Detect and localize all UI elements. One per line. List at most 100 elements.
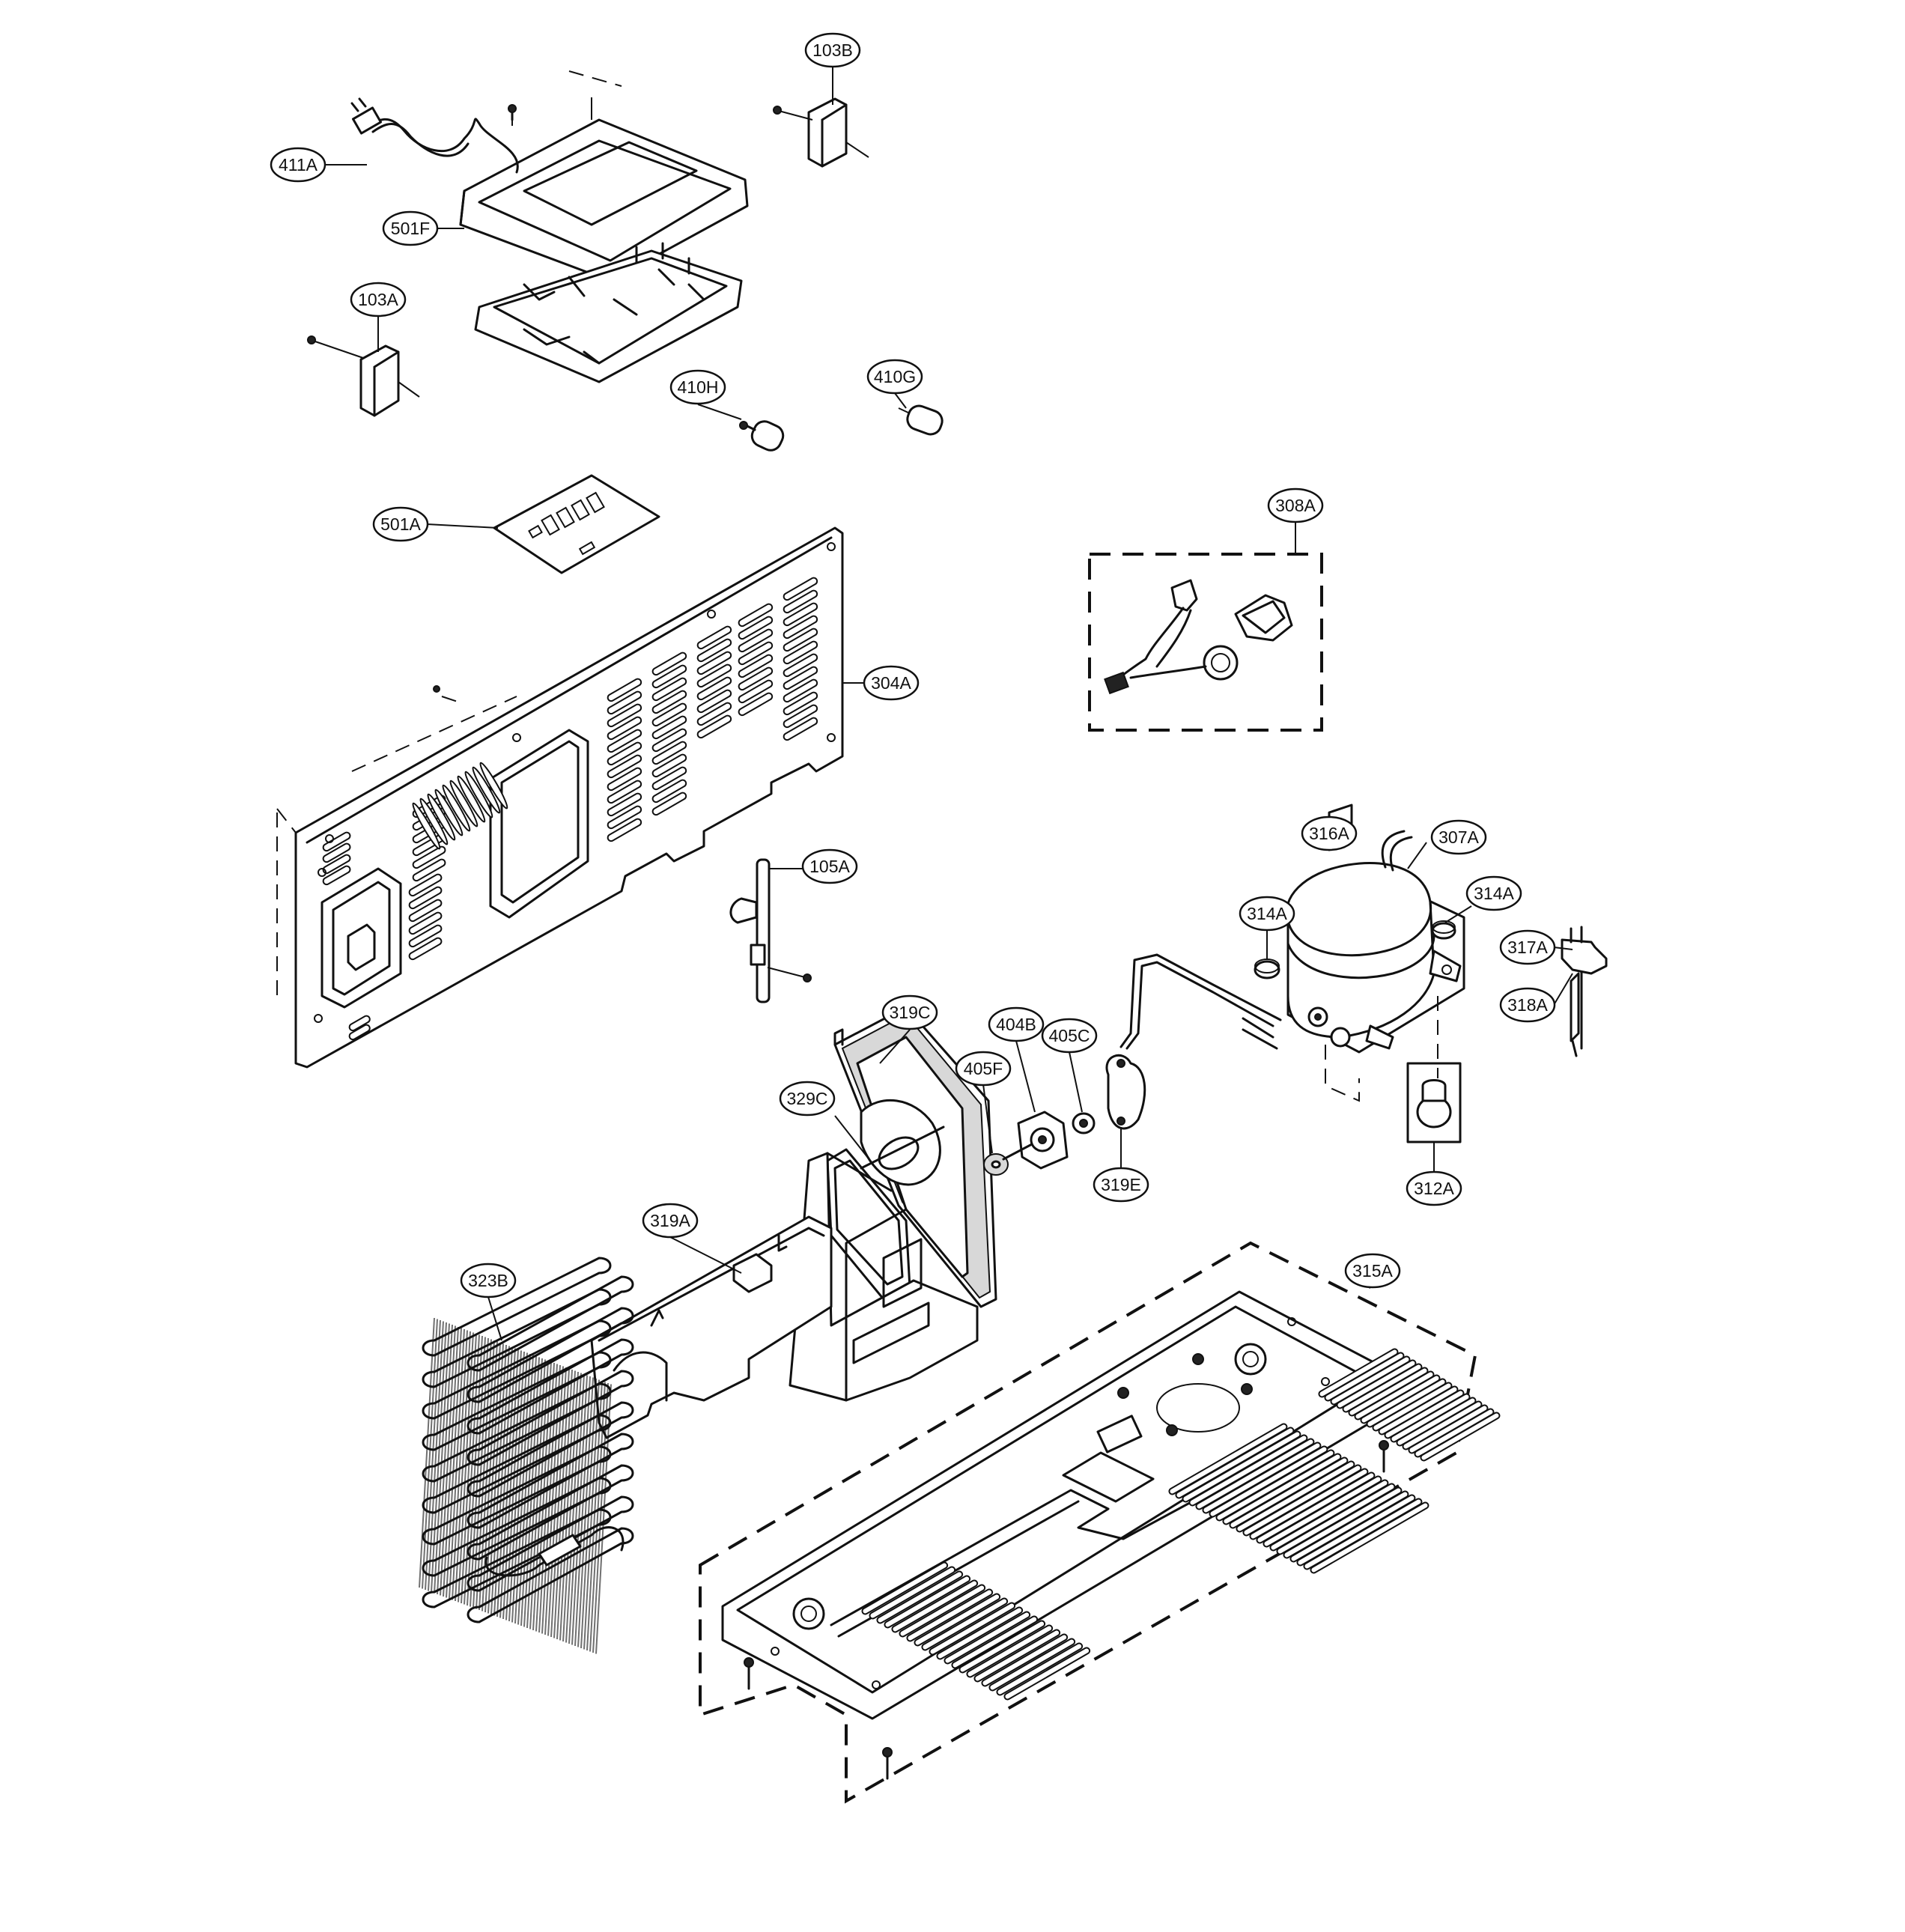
coil-fin xyxy=(580,1378,597,1649)
vent-slot xyxy=(408,911,443,935)
vent-slot xyxy=(607,767,642,792)
condenser-fan-housing xyxy=(789,1152,979,1402)
power-cord xyxy=(350,97,519,174)
vent-slot xyxy=(607,780,642,804)
coil-tube xyxy=(422,1508,612,1609)
coil-fin xyxy=(526,1358,543,1629)
vent-slot xyxy=(322,854,351,875)
vent-slot xyxy=(996,1642,1084,1696)
callout-308a: 308A xyxy=(1267,487,1324,523)
service-valve xyxy=(1561,926,1608,1057)
callout-323b-text: 323B xyxy=(468,1271,508,1290)
vent-slot xyxy=(442,784,471,832)
vent-slot xyxy=(696,676,732,701)
callout-319c: 319C xyxy=(881,994,938,1030)
coil-fin xyxy=(490,1344,507,1615)
fan-motor-bracket xyxy=(826,1099,945,1301)
coil-fin xyxy=(443,1326,459,1597)
vent-slot xyxy=(921,1597,1009,1651)
base-vent-slots xyxy=(861,1348,1501,1701)
vent-slot xyxy=(651,702,687,727)
vent-slot xyxy=(607,792,642,817)
vent-slot xyxy=(738,603,774,628)
coil-tube xyxy=(467,1401,634,1498)
callout-105a: 105A xyxy=(801,848,858,884)
coil-fin xyxy=(553,1368,570,1638)
vent-slot xyxy=(607,741,642,766)
vent-slot xyxy=(479,762,508,809)
coil-fin xyxy=(565,1373,582,1643)
coil-fin xyxy=(511,1352,528,1623)
fan-motor-404b xyxy=(1002,1111,1069,1170)
coil-fin xyxy=(431,1322,447,1593)
control-box-cover xyxy=(459,70,749,282)
vent-slot xyxy=(1310,1501,1429,1574)
vent-slot xyxy=(906,1588,994,1642)
coil-fin xyxy=(461,1333,477,1604)
vent-slot xyxy=(738,616,774,640)
vent-slot xyxy=(884,1575,971,1629)
vent-slot xyxy=(651,741,687,765)
drain-tube xyxy=(729,858,812,1003)
vent-slot xyxy=(783,717,818,741)
coil-tube xyxy=(467,1527,634,1623)
coil-fin xyxy=(541,1364,558,1634)
vent-slot xyxy=(899,1584,986,1638)
callout-411a-text: 411A xyxy=(279,155,318,174)
vent-slot xyxy=(738,692,774,717)
bracket-103b xyxy=(773,97,869,168)
rear-panel xyxy=(276,526,844,1069)
vent-slot xyxy=(651,715,687,740)
vent-slot xyxy=(738,641,774,666)
coil-fin xyxy=(517,1355,534,1625)
coil-tube xyxy=(422,1319,612,1420)
vent-slot xyxy=(348,1015,371,1032)
vent-slot xyxy=(783,678,818,703)
vent-slot xyxy=(738,666,774,691)
vent-slot xyxy=(966,1624,1054,1678)
vent-slot xyxy=(651,766,687,791)
callout-319c-text: 319C xyxy=(890,1003,931,1022)
vent-slot xyxy=(607,729,642,753)
coil-fin xyxy=(592,1382,609,1653)
callout-103a-text: 103A xyxy=(358,290,398,309)
coil-tube xyxy=(422,1351,612,1451)
vent-slot xyxy=(783,704,818,729)
vent-slot xyxy=(322,831,351,852)
vent-slot xyxy=(783,640,818,665)
coil-tube xyxy=(538,1534,582,1567)
coil-fin xyxy=(520,1355,537,1626)
vent-slot xyxy=(696,702,732,726)
coil-fin xyxy=(493,1346,510,1616)
callout-405f-text: 405F xyxy=(964,1059,1003,1078)
base-screws xyxy=(744,1440,1389,1780)
coil-fin xyxy=(449,1328,465,1600)
vent-slot xyxy=(427,793,456,841)
coil-fin xyxy=(568,1373,585,1644)
vent-slot xyxy=(861,1561,949,1615)
callout-501f-text: 501F xyxy=(391,219,430,238)
callout-404b-text: 404B xyxy=(996,1015,1036,1034)
vent-slot xyxy=(408,899,443,923)
base-plate xyxy=(699,1241,1501,1804)
refrigerant-tube xyxy=(1119,953,1282,1050)
vent-slot xyxy=(891,1579,979,1633)
coil-fin xyxy=(455,1331,471,1602)
vent-slot xyxy=(651,690,687,714)
coil-tube xyxy=(422,1257,612,1357)
coil-fin xyxy=(478,1340,495,1611)
callout-103a: 103A xyxy=(350,282,407,318)
coil-fin xyxy=(586,1380,603,1651)
vent-slot xyxy=(696,638,732,663)
callout-318a-text: 318A xyxy=(1507,995,1548,1015)
coil-fin xyxy=(464,1334,480,1605)
callout-501a: 501A xyxy=(372,506,429,542)
coil-fin xyxy=(440,1325,456,1596)
vent-slot xyxy=(783,602,818,627)
coil-fin xyxy=(446,1328,462,1598)
leader-lines xyxy=(323,66,1573,1341)
callout-103b-text: 103B xyxy=(812,40,853,60)
callout-315a-text: 315A xyxy=(1352,1261,1393,1281)
callout-405c-text: 405C xyxy=(1049,1026,1090,1045)
callout-319a: 319A xyxy=(642,1203,699,1239)
